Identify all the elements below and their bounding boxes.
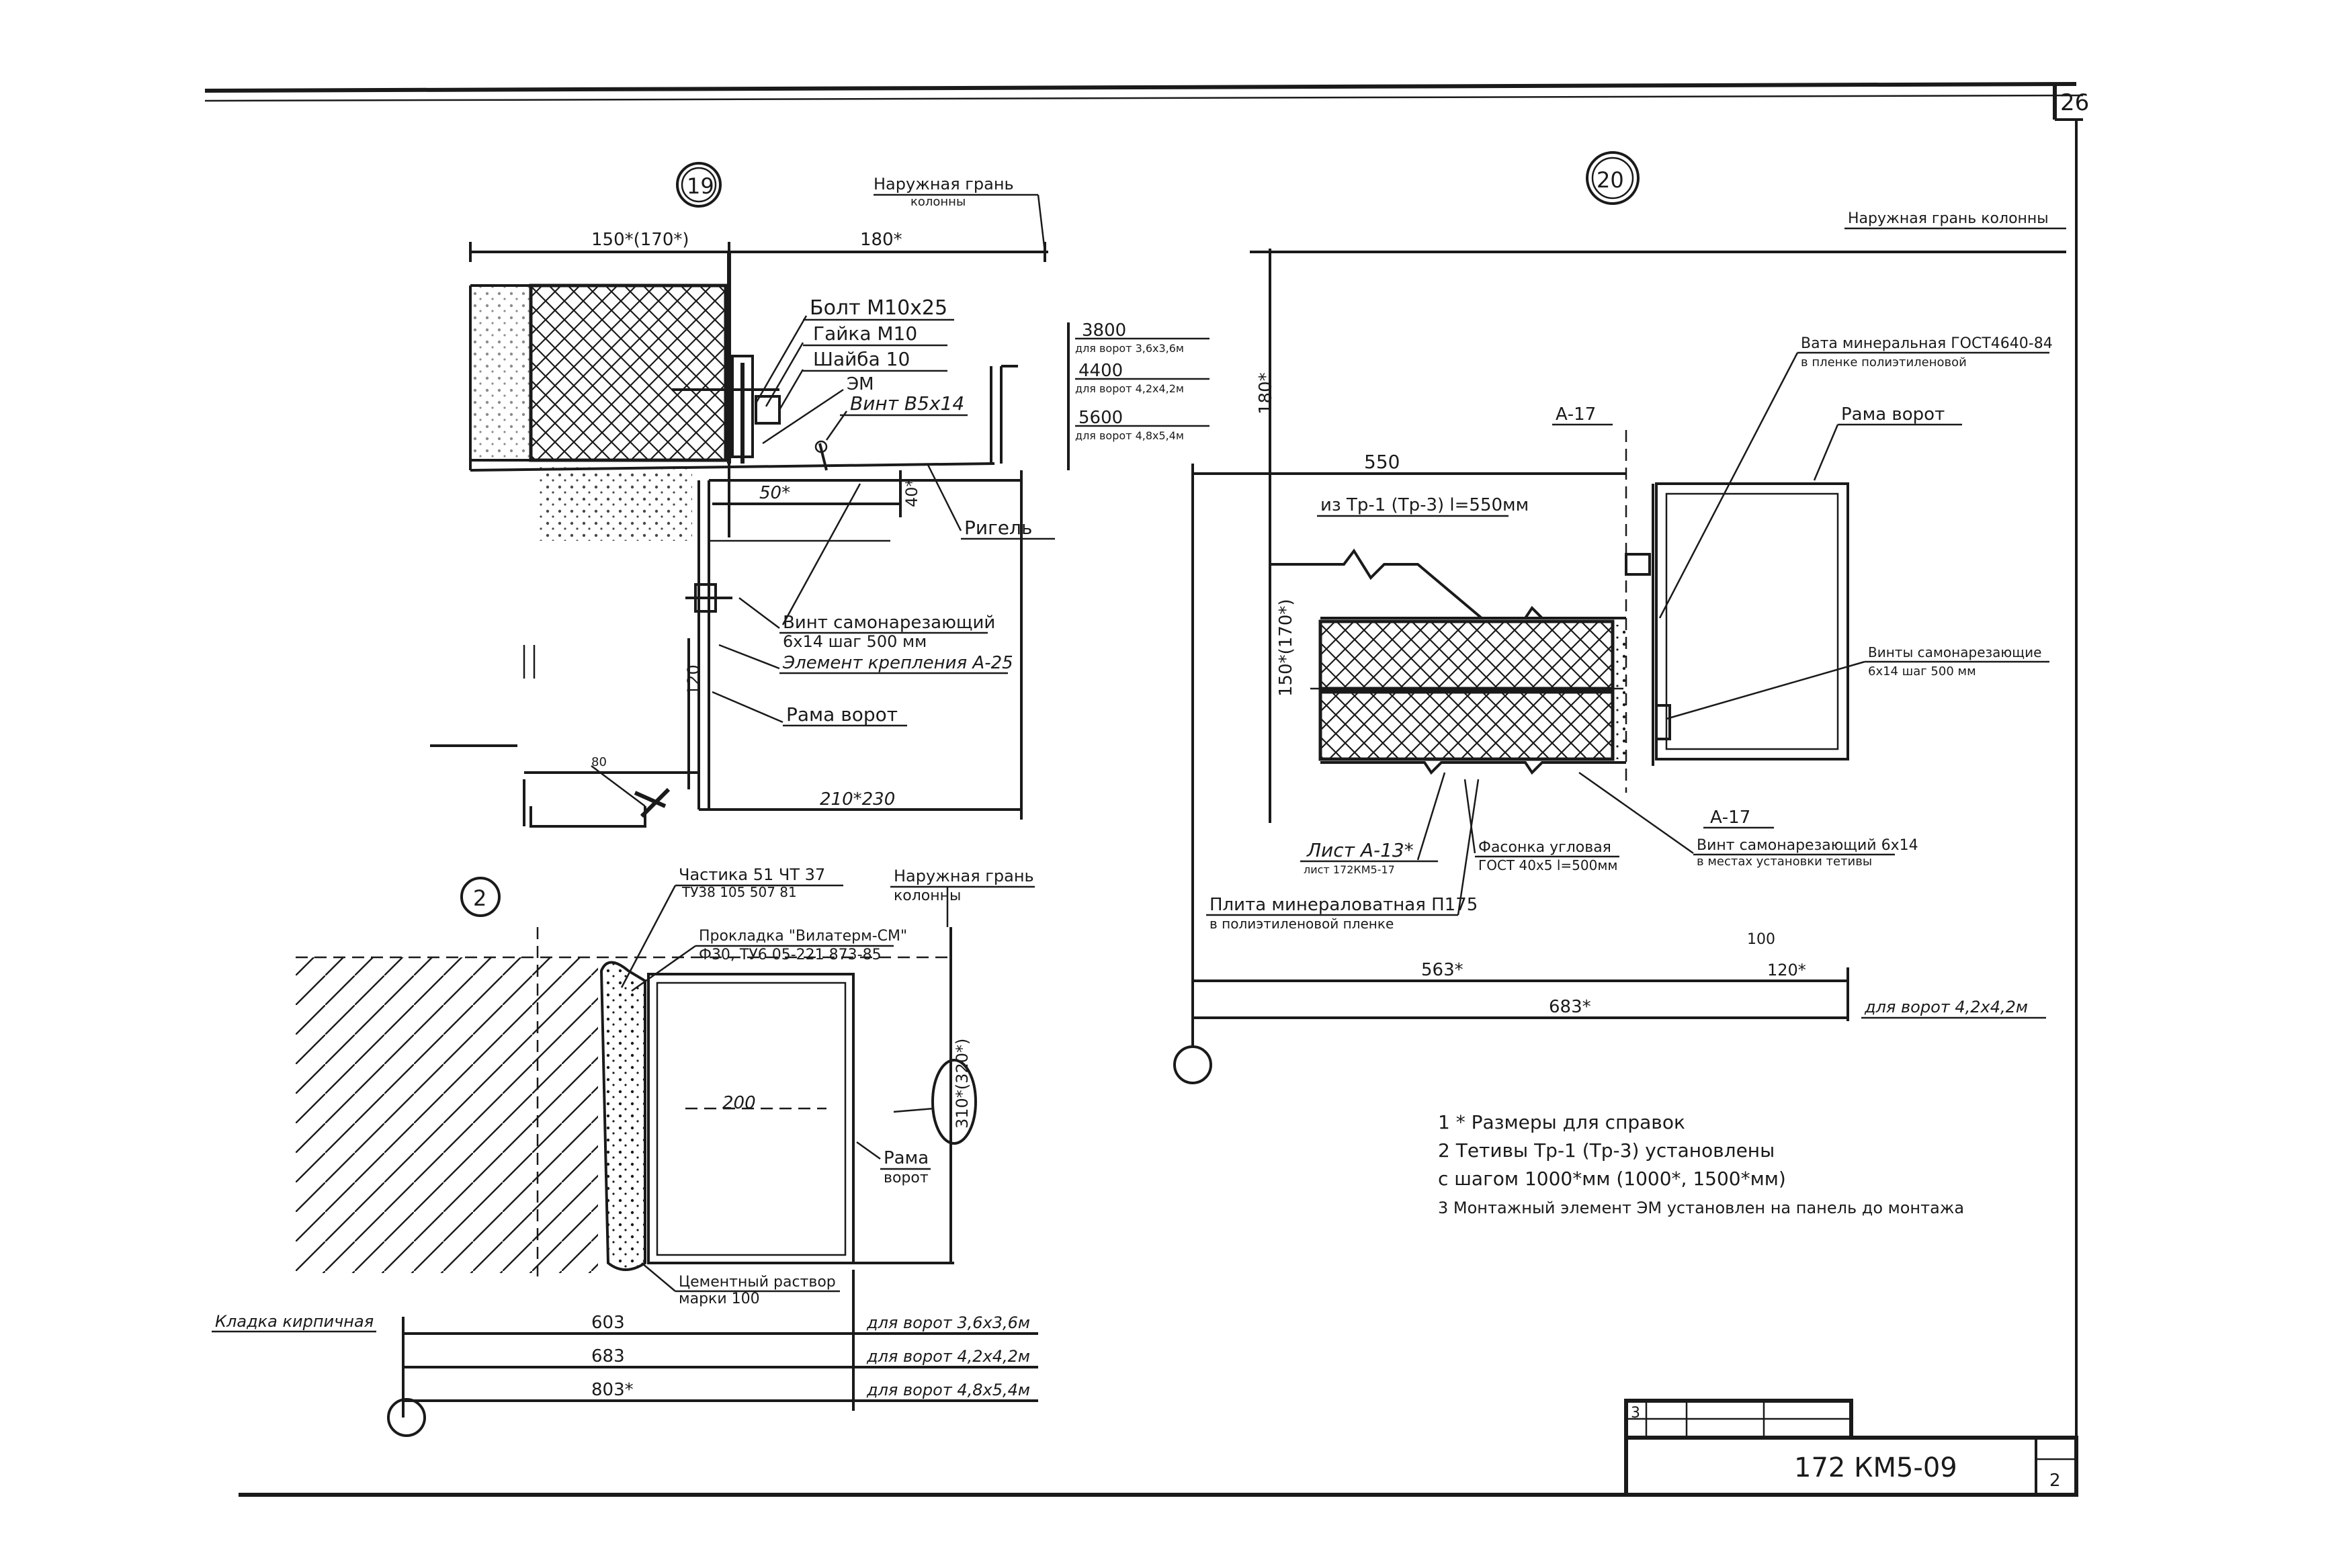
notes: 1 * Размеры для справок 2 Тетивы Тр-1 (Т… [1438, 1111, 1964, 1217]
d19-v5600: 5600 [1078, 408, 1123, 428]
detail-20: 20 Наружная грань колонны 180* 550 А-17 … [1173, 151, 2066, 1084]
d19-dim-50: 50* [759, 483, 790, 503]
d20-sheet-a13-sub: лист 172КМ5-17 [1304, 863, 1395, 876]
d2-gasket [599, 961, 646, 1271]
d19-dim-40: 40* [902, 478, 921, 507]
d19-v3800-note: для ворот 3,6х3,6м [1075, 342, 1184, 355]
d19-washer-label: Шайба 10 [813, 348, 910, 370]
d20-a17-bottom: А-17 [1710, 808, 1750, 828]
d19-dim-180: 180* [860, 230, 902, 250]
d20-slab-bottom [1318, 690, 1615, 761]
d19-v4400-note: для ворот 4,2х4,2м [1075, 382, 1184, 395]
d19-v4400: 4400 [1078, 361, 1123, 381]
d2-masonry-label: Кладка кирпичная [215, 1312, 374, 1331]
svg-text:2: 2 [473, 885, 486, 911]
d20-dim-563: 563* [1421, 960, 1463, 980]
d2-row2-note: для ворот 4,2х4,2м [866, 1347, 1030, 1366]
title-block: 3 172 КМ5-09 2 [1624, 1399, 2078, 1497]
d2-row3-dim: 803* [591, 1380, 634, 1400]
d20-slab-sub: в полиэтиленовой пленке [1209, 916, 1394, 932]
d2-gate-frame-sub: ворот [884, 1170, 929, 1186]
d19-bolt-label: Болт М10х25 [810, 296, 947, 320]
d19-em-label: ЭМ [847, 374, 874, 394]
d20-a17-top: А-17 [1556, 404, 1596, 425]
d20-slab-top [1318, 619, 1615, 691]
d20-from-tr: из Тр-1 (Тр-3) l=550мм [1320, 495, 1529, 515]
detail-2-marker: 2 [460, 877, 501, 917]
d20-gate-note: для ворот 4,2х4,2м [1864, 998, 2028, 1016]
sheet-cell: 2 [2049, 1471, 2061, 1491]
d19-dim-150: 150*(170*) [591, 230, 689, 250]
d19-nut-label: Гайка М10 [813, 322, 917, 345]
d20-wool-sub: в пленке полиэтиленовой [1801, 355, 1967, 369]
d20-outer-face: Наружная грань колонны [1848, 210, 2049, 227]
d20-wool: Вата минеральная ГОСТ4640-84 [1801, 335, 2053, 352]
d2-row1-dim: 603 [591, 1313, 625, 1333]
d20-gate-frame: Рама ворот [1841, 404, 1945, 425]
d20-dim-550: 550 [1364, 451, 1400, 473]
d19-gate-frame: Рама ворот [786, 703, 898, 726]
d20-dim-180: 180* [1256, 372, 1276, 415]
note-1: 1 * Размеры для справок [1438, 1111, 1685, 1133]
d20-dim-150: 150*(170*) [1276, 599, 1296, 697]
d20-self-tapping: Винт самонарезающий 6х14 [1697, 837, 1918, 854]
note-2: 2 Тетивы Тр-1 (Тр-3) установлены [1438, 1139, 1775, 1162]
detail-19-marker: 19 [676, 162, 722, 208]
d2-gate-frame: Рама [884, 1148, 929, 1168]
d20-dim-683: 683* [1549, 997, 1591, 1017]
d2-row1-note: для ворот 3,6х3,6м [866, 1313, 1030, 1332]
d20-dim-120: 120* [1767, 961, 1806, 979]
d2-gasket-sub: Ф30, ТУ6 05-221 873-85 [699, 947, 882, 963]
d2-part: Частика 51 ЧТ 37 [679, 865, 825, 884]
d20-corner-strip: Фасонка угловая [1478, 839, 1611, 856]
d20-axis-marker [1173, 1045, 1212, 1084]
d20-self-tapping-sub: в местах установки тетивы [1697, 855, 1872, 869]
d2-mortar-sub: марки 100 [679, 1291, 760, 1307]
d2-gasket-label: Прокладка "Вилатерм-СМ" [699, 928, 907, 945]
d2-outer-face-sub: колонны [894, 887, 961, 904]
d19-outer-face-label: Наружная грань [874, 175, 1014, 193]
detail-20-marker: 20 [1586, 151, 1640, 205]
d2-dim-200: 200 [722, 1093, 756, 1113]
d19-dim-80: 80 [591, 755, 607, 769]
drawing-code: 172 КМ5-09 [1794, 1452, 1957, 1483]
d19-dim-120: 120 [684, 664, 703, 695]
d19-dim-210: 210*230 [820, 789, 895, 810]
d20-slab-label: Плита минераловатная П175 [1209, 895, 1478, 915]
d20-screws-sub: 6х14 шаг 500 мм [1868, 664, 1976, 679]
d2-dim-310: 310*(320*) [953, 1039, 972, 1129]
d19-v5600-note: для ворот 4,8х5,4м [1075, 429, 1184, 442]
d19-screw-label: Винт В5х14 [850, 392, 964, 415]
d2-mortar: Цементный раствор [679, 1274, 836, 1291]
revision-cell: 3 [1631, 1405, 1640, 1422]
d2-row3-note: для ворот 4,8х5,4м [866, 1381, 1030, 1399]
detail-19: 19 Наружная грань колонны 150*(170*) 180… [430, 162, 1209, 828]
svg-text:19: 19 [687, 173, 714, 199]
d19-self-tapping-2: 6х14 шаг 500 мм [783, 632, 927, 651]
page-number: 26 [2060, 89, 2089, 116]
d20-sheet-a13: Лист А-13* [1306, 839, 1414, 861]
d2-part-sub: ТУ38 105 507 81 [681, 884, 797, 900]
detail-2: 2 Частика 51 ЧТ 37 ТУ38 105 507 81 Наруж… [212, 865, 1038, 1437]
d19-fastening: Элемент крепления А-25 [782, 653, 1013, 673]
d2-outer-face: Наружная грань [894, 867, 1034, 885]
d2-axis-marker [387, 1398, 426, 1437]
d2-row2-dim: 683 [591, 1346, 625, 1366]
svg-text:20: 20 [1597, 167, 1624, 193]
d19-insulation-panel [529, 284, 728, 462]
d19-v3800: 3800 [1082, 320, 1126, 341]
d20-dim-100: 100 [1747, 931, 1775, 948]
d2-masonry [296, 957, 598, 1273]
d20-screws: Винты самонарезающие [1868, 644, 2041, 660]
d19-self-tapping: Винт самонарезающий [783, 613, 995, 633]
note-3: 3 Монтажный элемент ЭМ установлен на пан… [1438, 1199, 1964, 1217]
note-2b: с шагом 1000*мм (1000*, 1500*мм) [1438, 1168, 1786, 1190]
d20-corner-strip-sub: ГОСТ 40х5 l=500мм [1478, 857, 1618, 873]
d19-outer-face-sub: колонны [910, 195, 966, 209]
